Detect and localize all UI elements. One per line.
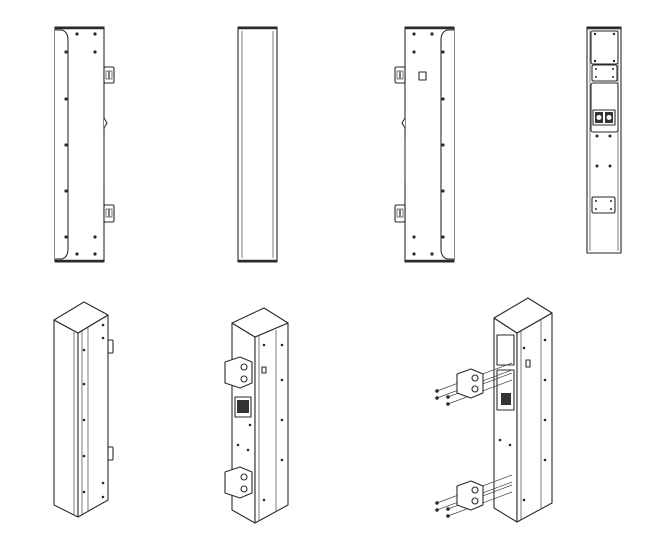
bracket-lower — [456, 480, 484, 511]
connector-panel — [592, 109, 616, 126]
side-view-right — [394, 26, 455, 263]
isometric-view-rear-mounted — [224, 307, 289, 524]
isometric-view-exploded — [435, 297, 553, 523]
screws — [435, 389, 450, 518]
bracket-lower — [224, 466, 253, 499]
side-view-left — [54, 26, 115, 263]
screw-dots — [64, 32, 97, 256]
isometric-view-front — [53, 301, 114, 518]
label-square — [418, 71, 427, 81]
rear-view — [586, 26, 622, 254]
bracket-upper — [224, 356, 253, 389]
bracket-upper — [456, 368, 484, 399]
front-view — [237, 26, 278, 263]
mounting-bracket — [103, 66, 115, 223]
